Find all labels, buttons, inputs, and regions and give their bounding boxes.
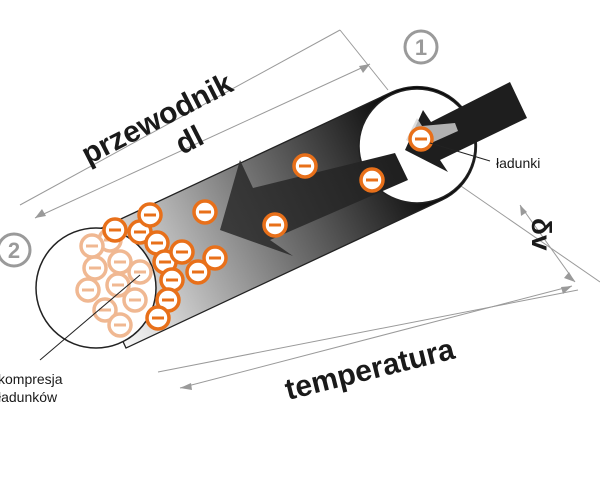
minus-charge-icon <box>169 239 195 265</box>
minus-charge-icon <box>75 277 101 303</box>
circled-number-icon <box>403 29 439 65</box>
minus-charge-icon <box>79 233 105 259</box>
circled-number-icon <box>0 232 32 268</box>
charges <box>102 126 434 331</box>
minus-charge-icon <box>137 202 163 228</box>
minus-charge-icon <box>92 297 118 323</box>
compression-label-line1: kompresja <box>0 371 63 387</box>
minus-charge-icon <box>145 305 171 331</box>
marker-2-label: 2 <box>8 238 20 263</box>
minus-charge-icon <box>262 212 288 238</box>
minus-charge-icon <box>155 287 181 313</box>
minus-charge-icon <box>192 199 218 225</box>
minus-charge-icon <box>159 267 185 293</box>
conductor-label: przewodnik <box>76 67 238 171</box>
minus-charge-icon <box>359 167 385 193</box>
minus-charge-icon <box>292 153 318 179</box>
delta-v-label: δv <box>526 218 557 251</box>
minus-charge-icon <box>408 126 434 152</box>
minus-charge-icon <box>107 312 133 338</box>
minus-charge-icon <box>122 287 148 313</box>
minus-charge-icon <box>82 255 108 281</box>
charges-label: ładunki <box>496 155 540 171</box>
marker-1: 1 <box>403 29 439 65</box>
compression-label-line2: ładunków <box>0 389 58 405</box>
temperature-label: temperatura <box>282 333 459 407</box>
marker-1-label: 1 <box>415 35 427 60</box>
dimension-lines <box>19 29 600 390</box>
minus-charge-icon <box>127 259 153 285</box>
pointer-lines <box>39 142 491 361</box>
marker-2: 2 <box>0 232 32 268</box>
minus-charge-icon <box>185 259 211 285</box>
minus-charge-icon <box>102 217 128 243</box>
minus-charge-icon <box>202 245 228 271</box>
arrow-left-icon <box>405 82 527 172</box>
